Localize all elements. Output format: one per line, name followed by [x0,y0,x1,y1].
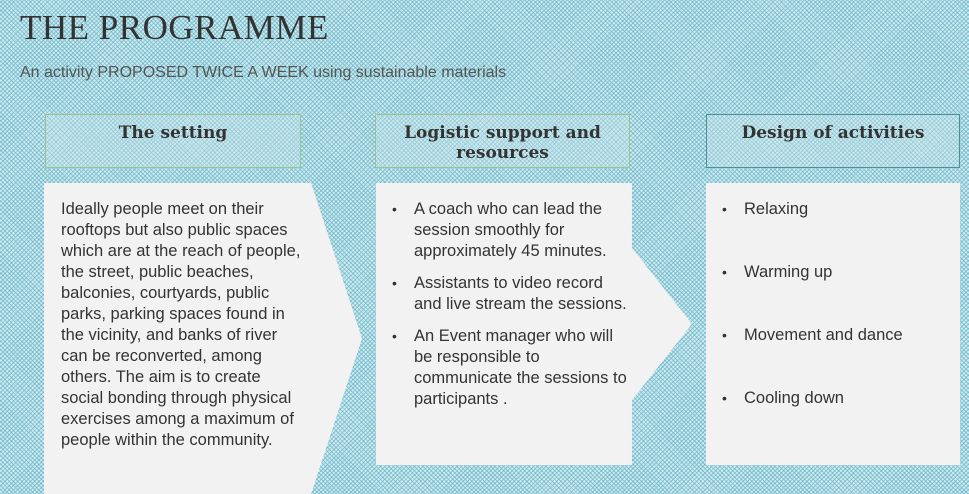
design-body: Relaxing Warming up Movement and dance C… [722,199,947,451]
list-item: Cooling down [722,388,947,409]
setting-header: The setting [45,114,301,168]
list-item: Movement and dance [722,325,947,346]
logistic-list: A coach who can lead the session smoothl… [392,199,627,410]
list-item: Assistants to video record and live stre… [392,273,627,315]
page-title: THE PROGRAMME [20,8,329,47]
page-subtitle: An activity PROPOSED TWICE A WEEK using … [20,64,507,81]
list-item: An Event manager who will be responsible… [392,326,627,410]
design-panel [706,183,960,465]
design-header: Design of activities [706,114,960,168]
list-item: Relaxing [722,199,947,220]
setting-description: Ideally people meet on their rooftops bu… [61,200,301,449]
setting-body: Ideally people meet on their rooftops bu… [61,199,306,451]
design-list: Relaxing Warming up Movement and dance C… [722,199,947,409]
setting-chevron-panel [44,183,362,494]
list-item: Warming up [722,262,947,283]
logistic-body: A coach who can lead the session smoothl… [392,199,627,421]
list-item: A coach who can lead the session smoothl… [392,199,627,262]
logistic-header: Logistic support and resources [375,114,630,168]
